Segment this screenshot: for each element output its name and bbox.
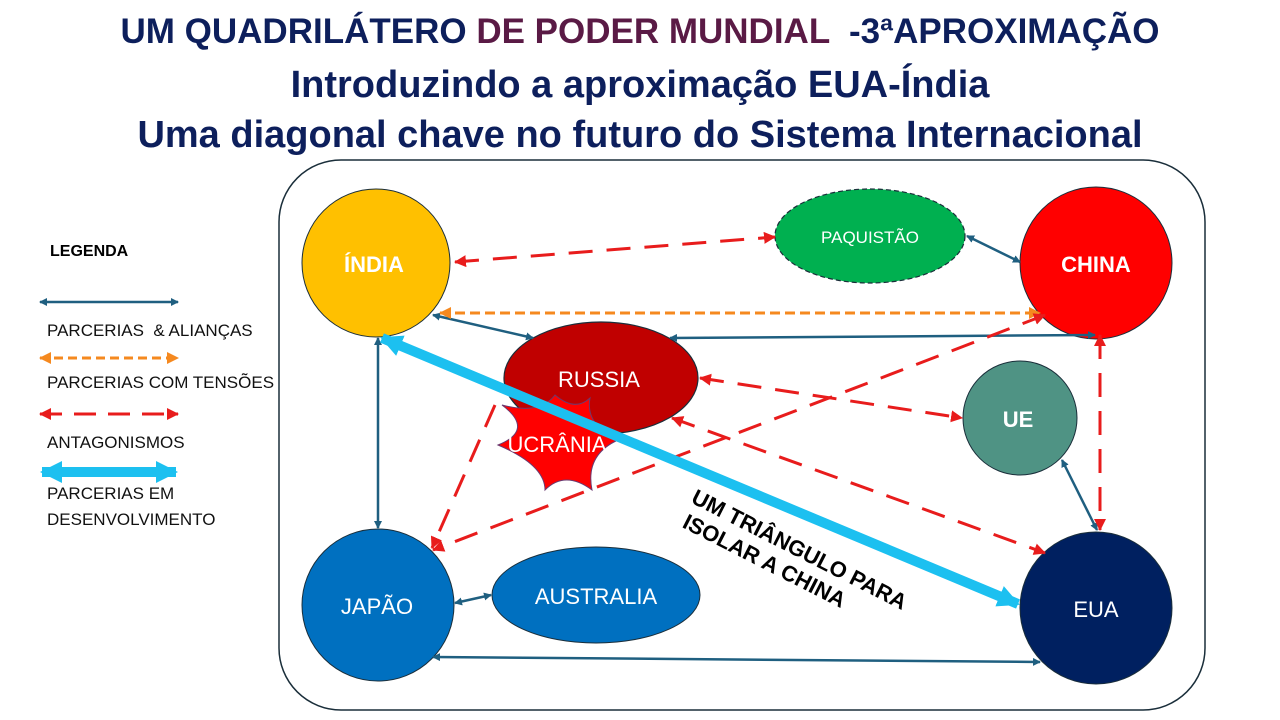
title-line-3: Uma diagonal chave no futuro do Sistema …	[137, 114, 1143, 156]
label-eua: EUA	[1073, 597, 1119, 622]
legend-antagonism-label: ANTAGONISMOS	[47, 433, 185, 452]
developing-india-eua	[380, 333, 1020, 609]
title-highlight: DE PODER MUNDIAL	[476, 12, 830, 51]
label-ue: UE	[1003, 407, 1034, 432]
alliance-india-russia	[432, 312, 534, 341]
antagonism-russia-japao	[430, 404, 497, 549]
label-china: CHINA	[1061, 252, 1131, 277]
node-eua	[1019, 531, 1173, 685]
label-japao: JAPÃO	[341, 594, 413, 619]
alliance-china-russia	[669, 331, 1096, 342]
title-line-2: Introduzindo a aproximação EUA-Índia	[290, 64, 990, 106]
title-part: UM QUADRILÁTERO	[120, 12, 477, 51]
alliance-japao-eua	[432, 653, 1041, 666]
legend-developing-label-1: PARCERIAS EM	[47, 484, 174, 503]
legend-tension-label: PARCERIAS COM TENSÕES	[47, 373, 274, 392]
label-india: ÍNDIA	[344, 252, 404, 277]
label-ucrania: UCRÂNIA	[507, 432, 606, 457]
legend-developing-label-2: DESENVOLVIMENTO	[47, 510, 215, 529]
antagonism-india-paquistao	[454, 231, 776, 268]
label-australia: AUSTRALIA	[535, 584, 658, 609]
title-line-1: UM QUADRILÁTERO DE PODER MUNDIAL -3ªAPRO…	[0, 12, 1280, 52]
legend-title: LEGENDA	[50, 243, 129, 260]
legend-alliance-label: PARCERIAS & ALIANÇAS	[47, 321, 253, 340]
title-part: -3ªAPROXIMAÇÃO	[829, 12, 1160, 51]
diagram-frame	[278, 159, 1206, 711]
alliance-paquistao-china	[966, 234, 1021, 264]
label-paquistao: PAQUISTÃO	[821, 228, 919, 247]
alliance-japao-australia	[454, 592, 492, 606]
alliance-ue-eua	[1060, 459, 1099, 531]
node-paquistao	[774, 188, 966, 284]
label-russia: RUSSIA	[558, 367, 640, 392]
